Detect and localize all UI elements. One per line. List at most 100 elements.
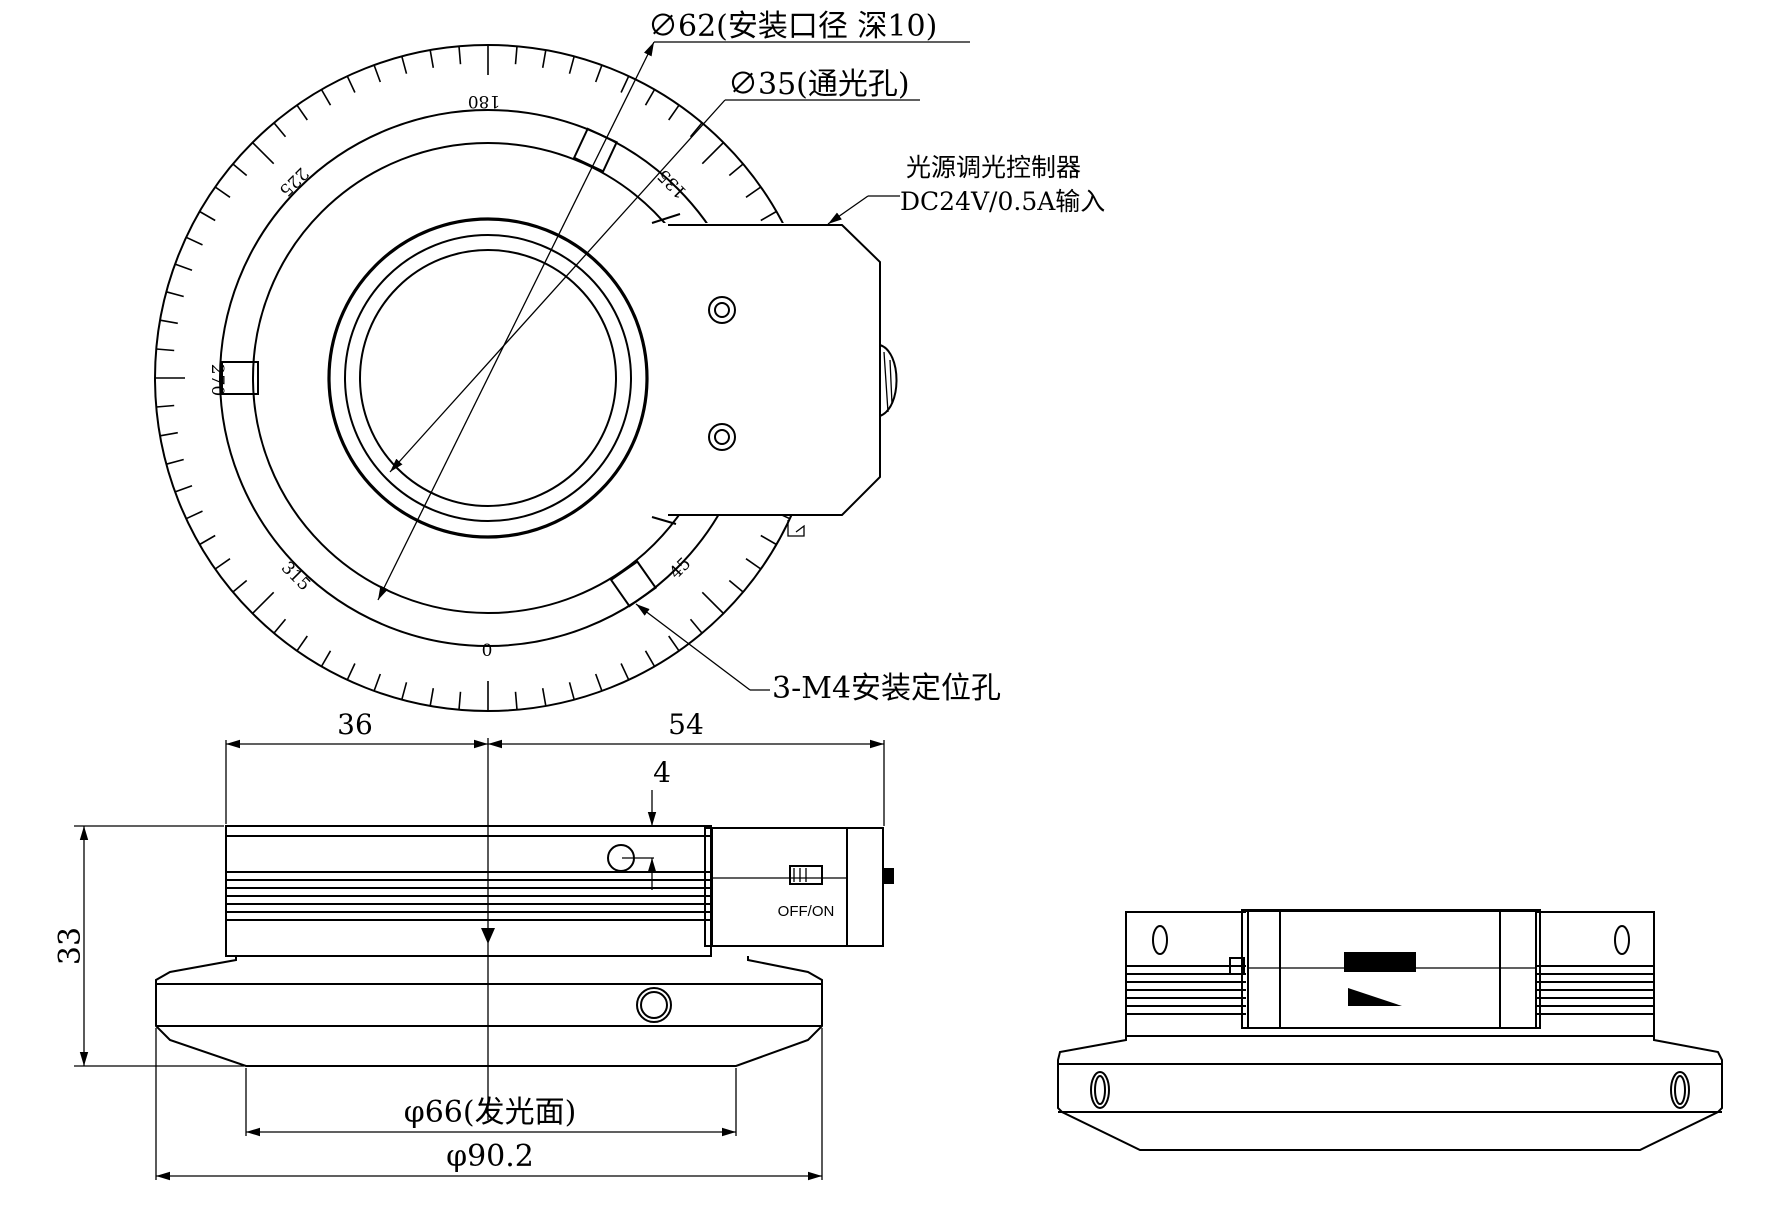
dial-tick — [745, 186, 762, 198]
dial-tick — [514, 46, 518, 65]
dial-tick — [760, 534, 777, 546]
knob-stub — [884, 868, 894, 884]
dial-tick — [568, 682, 575, 700]
dial-tick — [620, 75, 630, 93]
controller-callout-line1: 光源调光控制器 — [906, 153, 1081, 182]
dial-label-0: 0 — [482, 641, 493, 661]
side-hole-icon — [1614, 925, 1630, 955]
side-controller-box — [1229, 909, 1541, 1029]
power-switch — [789, 865, 823, 885]
screw-offset-dimension — [622, 790, 657, 890]
upper-housing — [225, 825, 712, 957]
mount-holes-leader — [635, 603, 770, 691]
dial-tick — [594, 673, 603, 692]
dim-emit-diameter: φ66(发光面) — [404, 1095, 577, 1130]
dial-tick — [273, 122, 287, 138]
dial-tick — [429, 49, 435, 68]
dial-tick — [514, 691, 518, 710]
side-view — [1057, 909, 1723, 1151]
dial-tick — [644, 650, 656, 667]
height-dimension — [74, 825, 244, 1067]
dial-tick — [199, 210, 216, 222]
dial-tick — [401, 682, 408, 700]
mount-diameter-callout: ∅62(安装口径 深10) — [648, 9, 937, 44]
aperture-diameter-leader — [389, 99, 920, 473]
screw-icon — [708, 423, 736, 451]
dial-tick — [232, 163, 248, 177]
dial-tick — [296, 104, 308, 121]
dial-tick — [458, 46, 462, 65]
positioning-slot-bottom — [609, 560, 658, 608]
dial-tick — [174, 484, 193, 493]
dial-tick — [745, 558, 762, 570]
dial-tick — [346, 663, 356, 681]
dim-screw-offset: 4 — [653, 756, 671, 789]
brightness-bar-icon — [1344, 952, 1416, 972]
dim-height: 33 — [53, 927, 88, 965]
dial-tick — [373, 673, 382, 692]
dial-label-180: 180 — [468, 91, 500, 111]
dial-tick — [668, 104, 680, 121]
mount-diameter-leader — [377, 41, 970, 601]
dial-tick — [760, 210, 777, 222]
dial-tick — [541, 49, 547, 68]
dial-tick — [689, 618, 703, 634]
emit-diameter-dimension — [245, 1068, 737, 1137]
dial-tick — [174, 263, 193, 272]
dial-tick — [185, 236, 203, 246]
dial-tick — [156, 348, 175, 352]
switch-label: OFF/ON — [778, 903, 835, 920]
dial-tick — [214, 558, 231, 570]
controller-box-side: OFF/ON — [704, 827, 894, 947]
dial-tick — [166, 291, 184, 298]
side-base-ring — [1057, 1036, 1723, 1151]
dim-left-width: 36 — [337, 708, 373, 741]
base-ring — [155, 956, 823, 1067]
dial-label-45: 45 — [666, 554, 695, 583]
mount-holes-callout: 3-M4安装定位孔 — [772, 671, 1001, 706]
dial-tick — [199, 534, 216, 546]
dial-tick — [346, 75, 356, 93]
dial-tick — [701, 591, 725, 615]
positioning-slot-left — [221, 361, 259, 395]
dial-tick — [401, 56, 408, 74]
dial-tick — [689, 122, 703, 138]
dial-tick — [594, 64, 603, 83]
dial-tick — [214, 186, 231, 198]
dial-label-270: 270 — [207, 364, 227, 396]
dial-tick — [458, 691, 462, 710]
dial-tick — [159, 431, 178, 437]
dial-tick — [373, 64, 382, 83]
screw-icon — [708, 296, 736, 324]
dim-right-width: 54 — [668, 708, 704, 741]
dial-tick — [251, 141, 275, 165]
dim-outer-diameter: φ90.2 — [446, 1139, 534, 1174]
dial-label-315: 315 — [277, 558, 314, 595]
top-view: 180 225 135 270 315 45 0 ∅62(安装口径 深10) ∅… — [154, 9, 1105, 712]
base-hole-icon — [1670, 1071, 1690, 1109]
dial-tick — [728, 163, 744, 177]
side-hole-icon — [1152, 925, 1168, 955]
controller-box-top — [651, 213, 898, 537]
dial-tick — [541, 688, 547, 707]
base-hole-icon — [1090, 1071, 1110, 1109]
dial-tick — [166, 458, 184, 465]
dial-tick — [251, 591, 275, 615]
dial-tick — [156, 404, 175, 408]
dial-tick — [320, 650, 332, 667]
cooling-grooves — [226, 871, 711, 921]
positioning-slot-top — [572, 127, 618, 173]
dial-tick — [568, 56, 575, 74]
brightness-ramp-icon — [1348, 988, 1402, 1006]
base-hole-icon — [636, 987, 672, 1023]
dial-tick — [429, 688, 435, 707]
aperture-diameter-callout: ∅35(通光孔) — [728, 67, 910, 102]
dial-tick — [185, 510, 203, 520]
dial-label-225: 225 — [275, 163, 312, 200]
dial-tick — [296, 635, 308, 652]
dimmer-knob — [879, 344, 898, 417]
dial-tick — [728, 579, 744, 593]
dial-tick — [620, 663, 630, 681]
